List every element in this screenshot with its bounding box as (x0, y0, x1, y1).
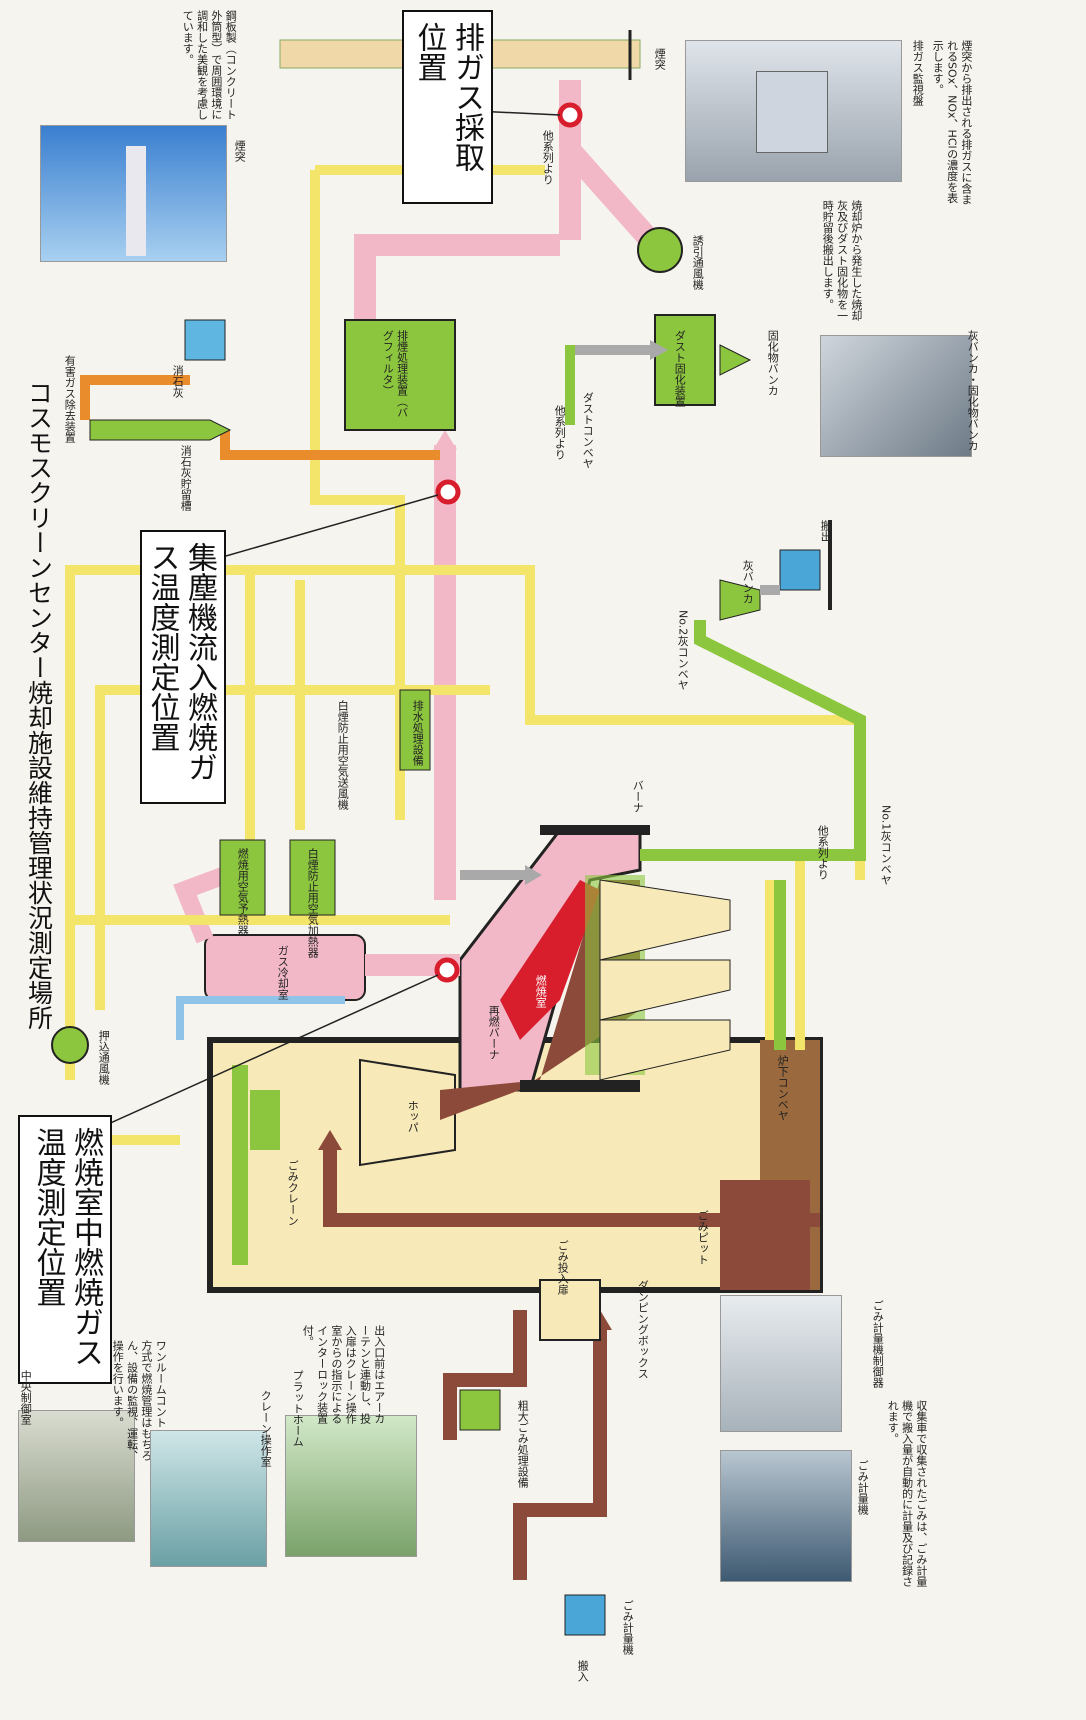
induced-fan (638, 228, 682, 272)
label-pit: ごみピット (695, 1210, 709, 1265)
callout-furnace-temp: 燃焼室中燃焼ガス温度測定位置 (18, 1115, 112, 1384)
label-ash-conveyor-1: No.1灰コンベヤ (878, 805, 892, 885)
photo-chimney (40, 125, 227, 262)
label-from-other-line-1: 他系列より (552, 405, 566, 460)
label-from-other-line-3: 他系列より (540, 130, 554, 185)
caption-central-control: 中央制御室 (18, 1370, 32, 1425)
gas-to-fan (570, 150, 650, 240)
lime-separator (90, 420, 230, 440)
solid-hopper-cone (720, 345, 750, 375)
label-hcl-remover: 有害ガス除去装置 (62, 355, 76, 443)
bulky-equipment (460, 1390, 500, 1430)
carry-out-truck (780, 550, 820, 590)
crane-bucket (250, 1090, 280, 1150)
label-white-smoke-heater: 白煙防止用空気加熱器 (305, 848, 319, 958)
measure-point-exhaust (560, 105, 580, 125)
caption-scale-room: ごみ計量機 (855, 1460, 869, 1515)
water-line (180, 1000, 345, 1040)
caption-crane-room: クレーン操作室 (258, 1390, 272, 1467)
label-white-smoke-fan: 白煙防止用空気送風機 (335, 700, 349, 810)
label-ash-hopper: 灰バンカ (740, 560, 754, 604)
label-forced-fan: 押込通風機 (96, 1030, 110, 1085)
callout-dust-collector-inlet: 集塵機流入燃焼ガス温度測定位置 (140, 530, 226, 804)
label-bag-filter: 排煙処理装置（バグフィルタ） (380, 330, 409, 420)
caption-exhaust-monitor: 排ガス監視盤 (910, 40, 924, 106)
photo-crane-room (150, 1430, 267, 1567)
caption-ash-hopper: 灰バンカ・固化物バンカ (965, 330, 979, 451)
photo-exhaust-monitor (685, 40, 902, 182)
label-ash-conveyor-2: No.2灰コンベヤ (675, 610, 689, 690)
measure-point-furnace (437, 960, 457, 980)
photo-scale-room (720, 1450, 852, 1582)
label-dust-solidifier: ダスト固化装置 (672, 330, 686, 407)
furnace-top-bar (540, 825, 650, 835)
ash-conveyor-1 (640, 620, 860, 855)
furnace-bottom-bar (520, 1080, 640, 1092)
label-incoming: 搬入 (575, 1660, 589, 1682)
label-combustion-room: 燃焼室 (533, 975, 547, 1008)
label-lime-silo: 消石灰貯留槽 (178, 445, 192, 511)
forced-fan (52, 1027, 88, 1063)
caption-chimney-text: 鋼板製（コンクリート外筒型）で周囲環境に調和した美観を考慮しています。 (180, 10, 237, 120)
photo-scale-control (720, 1295, 842, 1432)
lime-silo-icon (185, 320, 225, 360)
label-bulky-waste: 粗大ごみ処理設備 (515, 1400, 529, 1488)
caption-scale-text: 収集車で収集されたごみは、ごみ計量機で搬入量が自動的に計量及び記録されます。 (885, 1400, 928, 1590)
label-burner-top: バーナ (630, 780, 644, 813)
caption-exhaust-text: 煙突から排出される排ガスに含まれるSOx、NOx、HClの濃度を表示します。 (930, 40, 973, 210)
caption-scale-room2: ごみ計量機制御器 (870, 1300, 884, 1388)
hopper-cone-2 (600, 960, 730, 1020)
label-dust-conveyor: ダストコンベヤ (580, 392, 594, 469)
label-crane: ごみクレーン (285, 1160, 299, 1226)
label-gas-cooling: ガス冷却室 (275, 945, 289, 1000)
photo-platform (285, 1415, 417, 1557)
caption-platform-text: 出入口前はエアーカーテンと連動し、投入扉はクレーン操作室からの指示によるインター… (300, 1325, 386, 1425)
label-from-other-line-2: 他系列より (815, 825, 829, 880)
label-chimney: 煙突 (652, 48, 666, 70)
photo-ash-hopper (820, 335, 972, 457)
pit-mound (720, 1180, 810, 1290)
label-burner: 再燃バーナ (486, 1005, 500, 1060)
caption-ash-text: 焼却炉から発生した焼却灰及びダスト固化物を一時貯留後搬出します。 (820, 200, 863, 330)
label-solidified-hopper: 固化物バンカ (765, 330, 779, 396)
hopper-cone-1 (600, 880, 730, 960)
label-air-preheater: 燃焼用空気予熱器 (235, 848, 249, 936)
label-hopper: ホッパ (405, 1100, 419, 1133)
incoming-arrow (520, 1330, 600, 1580)
label-dumping-box: ダンピングボックス (635, 1280, 649, 1379)
scale-truck (565, 1595, 605, 1635)
caption-chimney: 煙突 (232, 140, 246, 162)
label-slaked-lime: 消石灰 (170, 365, 184, 398)
label-water-supply: 排水処理設備 (410, 700, 424, 766)
lime-line-2 (225, 430, 440, 455)
label-carry-out: 搬出 (818, 520, 832, 542)
label-entry-door: ごみ投入扉 (555, 1240, 569, 1295)
measure-point-collector (438, 482, 458, 502)
dust-conveyor (565, 345, 575, 425)
crane-beam (232, 1065, 248, 1265)
label-under-grate-conveyor: 炉下コンベヤ (775, 1055, 789, 1121)
label-induced-fan: 誘引通風機 (690, 235, 704, 290)
gas-duct-2 (185, 875, 225, 940)
callout-exhaust-sampling: 排ガス採取位置 (402, 10, 493, 204)
label-scale: ごみ計量機 (620, 1600, 634, 1655)
dumping-box (540, 1280, 600, 1340)
